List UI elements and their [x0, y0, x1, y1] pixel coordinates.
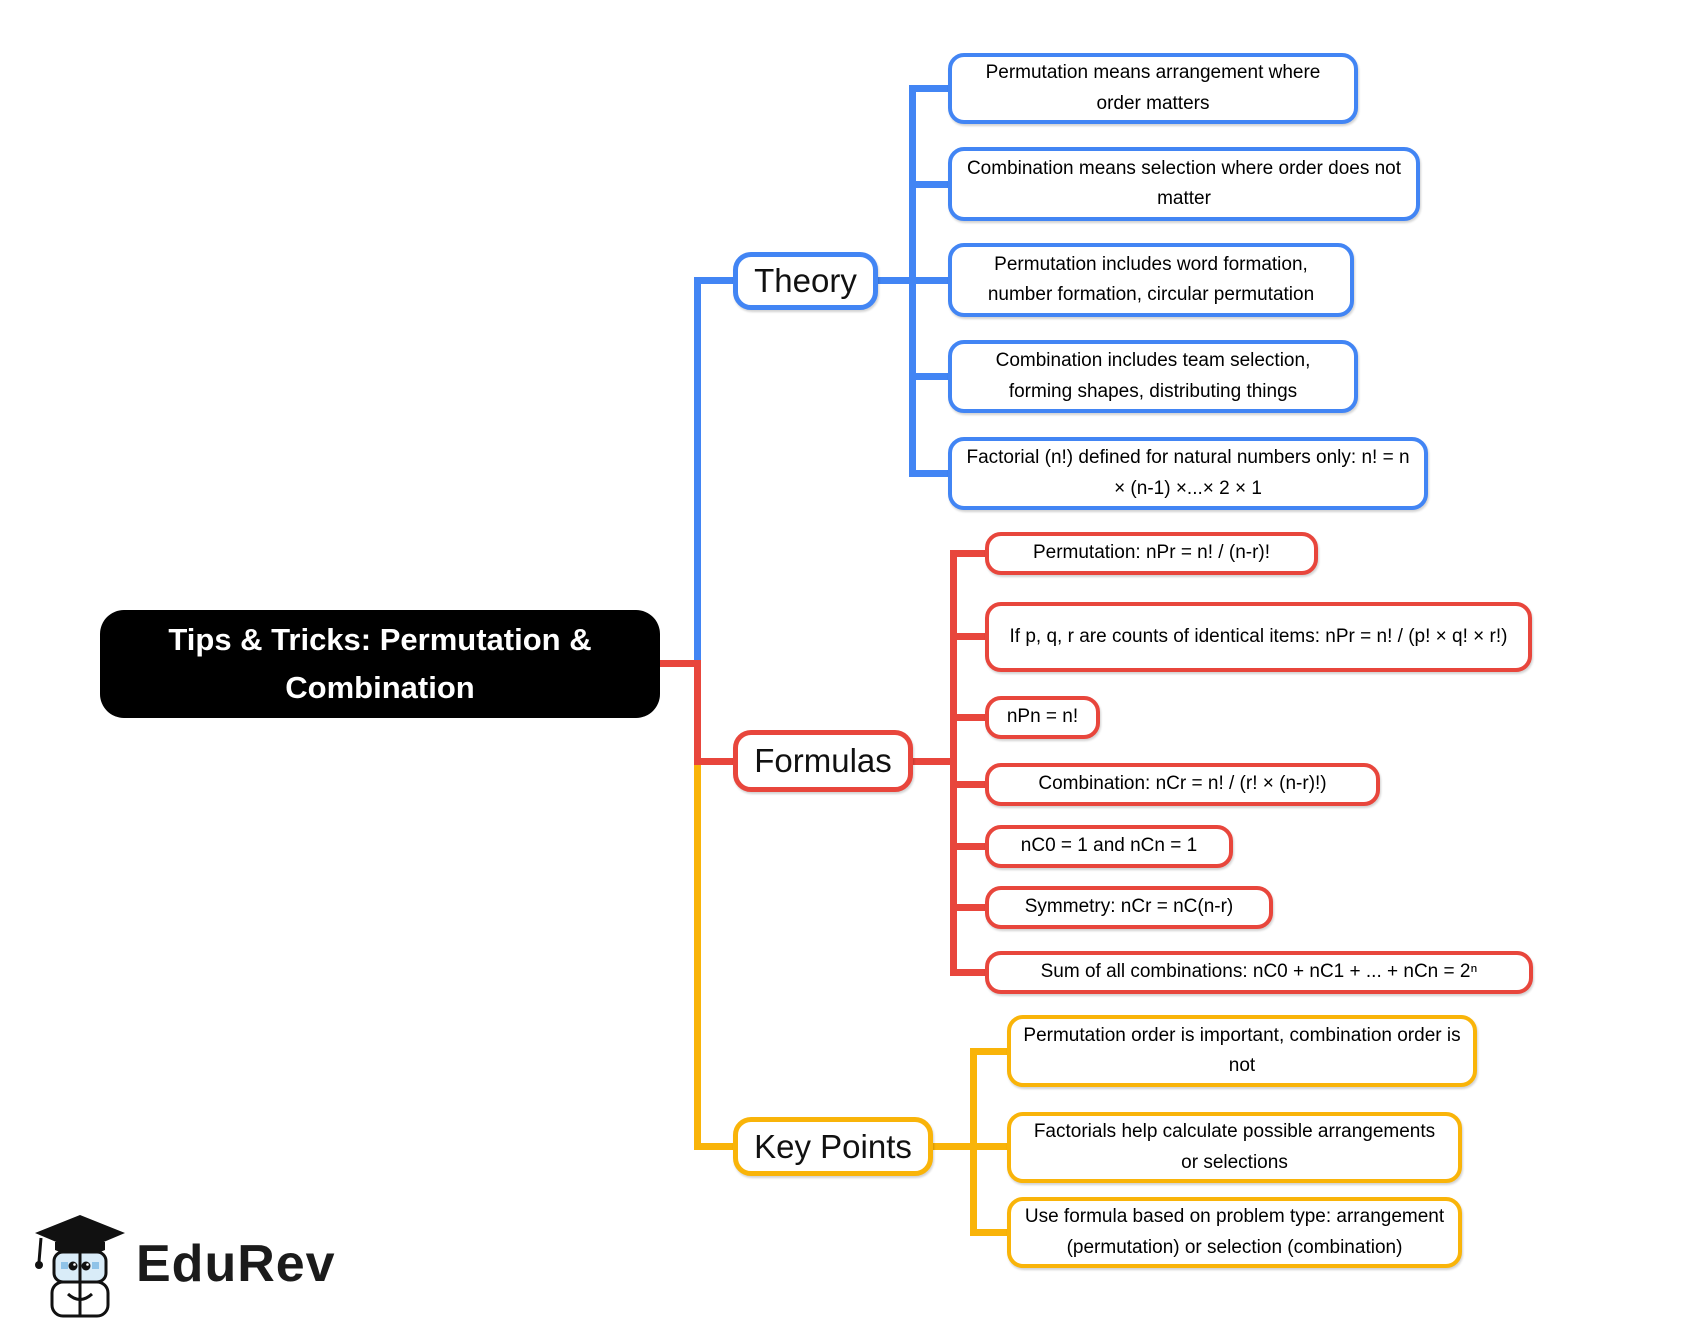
connector-formulas-out — [908, 758, 954, 765]
connector-theory-stub — [909, 373, 951, 380]
connector-formulas-rail — [950, 550, 957, 976]
formulas-leaf-1: Permutation: nPr = n! / (n-r)! — [985, 532, 1318, 575]
formulas-leaf-5: nC0 = 1 and nCn = 1 — [985, 825, 1233, 868]
branch-node-theory: Theory — [733, 252, 878, 310]
keypoints-leaf-3: Use formula based on problem type: arran… — [1007, 1197, 1462, 1268]
branch-node-formulas: Formulas — [733, 730, 913, 792]
connector-formulas-stub — [950, 633, 988, 640]
connector-keypoints-in — [694, 1143, 736, 1150]
connector-keypoints-stub — [970, 1143, 1010, 1150]
root-node: Tips & Tricks: Permutation & Combination — [100, 610, 660, 718]
connector-theory-in — [694, 277, 736, 284]
connector-theory-stub — [909, 181, 951, 188]
connector-keypoints-stub — [970, 1229, 1010, 1236]
connector-theory-out — [874, 277, 912, 284]
connector-theory-stub — [909, 470, 951, 477]
connector-trunk-blue — [694, 277, 701, 667]
theory-leaf-2: Combination means selection where order … — [948, 147, 1420, 221]
formulas-leaf-3: nPn = n! — [985, 696, 1100, 739]
theory-leaf-5: Factorial (n!) defined for natural numbe… — [948, 437, 1428, 510]
connector-formulas-stub — [950, 904, 988, 911]
formulas-leaf-6: Symmetry: nCr = nC(n-r) — [985, 886, 1273, 929]
connector-keypoints-stub — [970, 1048, 1010, 1055]
edurev-mascot-icon — [35, 1215, 125, 1318]
theory-leaf-3: Permutation includes word formation, num… — [948, 243, 1354, 317]
connector-keypoints-out — [929, 1143, 977, 1150]
edurev-logo: EduRev — [28, 1212, 358, 1322]
connector-keypoints-rail — [970, 1048, 977, 1236]
connector-trunk-yellow — [694, 758, 701, 1150]
theory-leaf-4: Combination includes team selection, for… — [948, 340, 1358, 413]
connector-theory-stub — [909, 85, 951, 92]
connector-trunk-red — [694, 660, 701, 762]
keypoints-leaf-2: Factorials help calculate possible arran… — [1007, 1112, 1462, 1183]
formulas-leaf-7: Sum of all combinations: nC0 + nC1 + ...… — [985, 951, 1533, 994]
edurev-wordmark: EduRev — [136, 1235, 336, 1293]
connector-formulas-stub — [950, 969, 988, 976]
formulas-leaf-4: Combination: nCr = n! / (r! × (n-r)!) — [985, 763, 1380, 806]
branch-node-keypoints: Key Points — [733, 1117, 933, 1176]
connector-formulas-stub — [950, 843, 988, 850]
connector-theory-stub — [909, 277, 951, 284]
connector-root-junction — [657, 660, 701, 667]
connector-formulas-stub — [950, 714, 988, 721]
connector-formulas-in — [694, 758, 736, 765]
keypoints-leaf-1: Permutation order is important, combinat… — [1007, 1015, 1477, 1087]
connector-formulas-stub — [950, 781, 988, 788]
formulas-leaf-2: If p, q, r are counts of identical items… — [985, 602, 1532, 672]
connector-formulas-stub — [950, 550, 988, 557]
theory-leaf-1: Permutation means arrangement where orde… — [948, 53, 1358, 124]
